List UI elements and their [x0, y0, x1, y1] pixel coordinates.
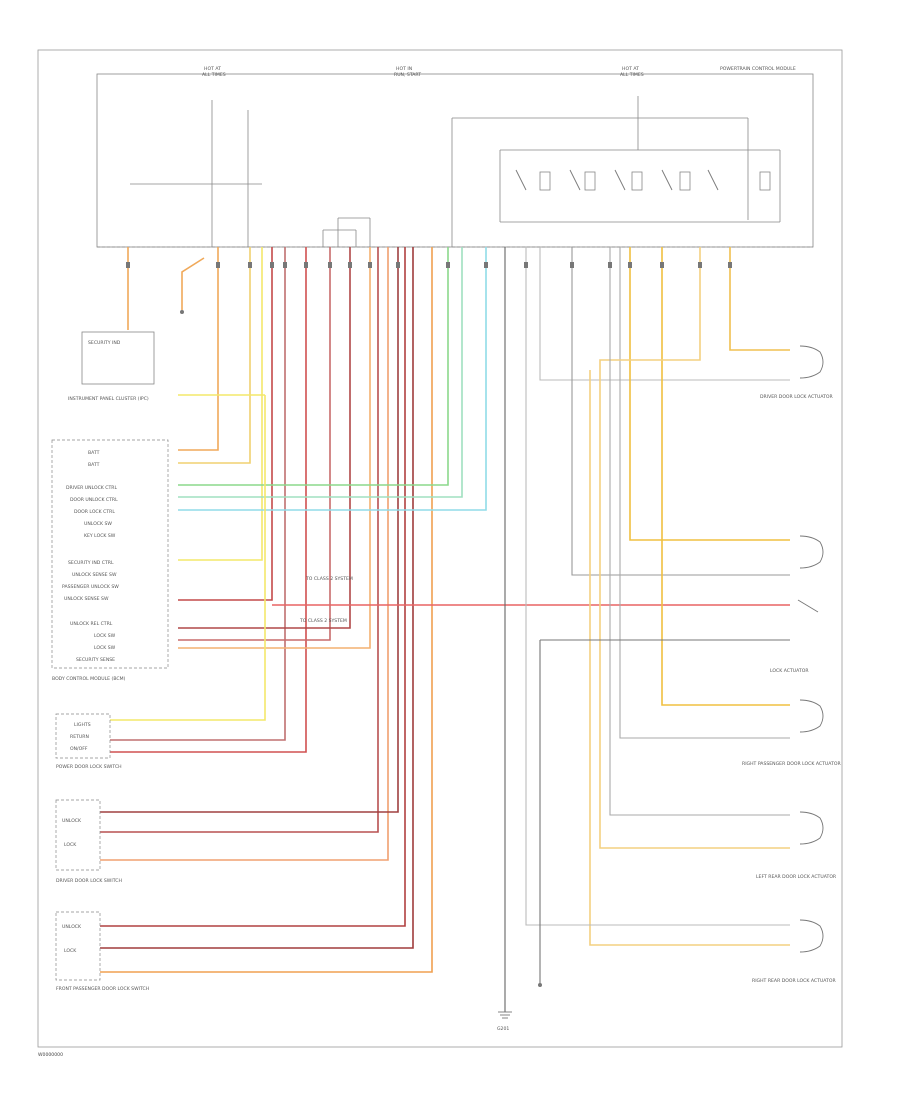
relay-contacts	[515, 169, 771, 191]
svg-text:PASSENGER UNLOCK SW: PASSENGER UNLOCK SW	[62, 584, 119, 590]
svg-text:UNLOCK REL CTRL: UNLOCK REL CTRL	[70, 621, 113, 627]
svg-text:UNLOCK: UNLOCK	[62, 924, 82, 930]
footer-code: W0000000	[38, 1052, 63, 1058]
svg-text:KEY LOCK SW: KEY LOCK SW	[84, 533, 116, 539]
svg-text:RETURN: RETURN	[70, 734, 89, 740]
ground-symbol	[498, 983, 542, 1019]
ipc-box	[81, 331, 155, 385]
svg-text:UNLOCK: UNLOCK	[62, 818, 82, 824]
svg-text:DOOR UNLOCK CTRL: DOOR UNLOCK CTRL	[70, 497, 118, 503]
svg-text:BATT: BATT	[88, 450, 100, 456]
svg-text:SECURITY SENSE: SECURITY SENSE	[76, 657, 115, 663]
front-passenger-door-lock-switch-box	[55, 911, 101, 981]
svg-text:BATT: BATT	[88, 462, 100, 468]
svg-text:LOCK: LOCK	[64, 948, 77, 954]
svg-text:UNLOCK SENSE SW: UNLOCK SENSE SW	[72, 572, 117, 578]
terminal-row	[126, 262, 732, 268]
svg-text:LOCK: LOCK	[64, 842, 77, 848]
control-module-box	[96, 73, 814, 248]
class2-label-2: TO CLASS 2 SYSTEM	[299, 618, 347, 624]
svg-text:ALL TIMES: ALL TIMES	[202, 72, 226, 78]
ipc-label: INSTRUMENT PANEL CLUSTER (IPC)	[68, 396, 149, 402]
left-rear-actuator-label: LEFT REAR DOOR LOCK ACTUATOR	[756, 874, 837, 880]
diagram-frame	[37, 49, 843, 1048]
svg-text:UNLOCK SENSE SW: UNLOCK SENSE SW	[64, 596, 109, 602]
power-door-lock-switch-label: POWER DOOR LOCK SWITCH	[56, 764, 122, 770]
svg-text:SECURITY IND CTRL: SECURITY IND CTRL	[68, 560, 114, 566]
svg-text:ON/OFF: ON/OFF	[70, 746, 88, 752]
wire-group	[100, 247, 790, 1012]
svg-text:LIGHTS: LIGHTS	[74, 722, 91, 728]
module-label-pcm: POWERTRAIN CONTROL MODULE	[720, 66, 796, 72]
lock-actuator-label: LOCK ACTUATOR	[770, 668, 809, 674]
svg-text:LOCK SW: LOCK SW	[94, 633, 116, 639]
actuator-symbols	[797, 345, 824, 953]
bcm-label: BODY CONTROL MODULE (BCM)	[52, 676, 126, 682]
front-passenger-door-lock-switch-label: FRONT PASSENGER DOOR LOCK SWITCH	[56, 986, 149, 992]
right-passenger-actuator-label: RIGHT PASSENGER DOOR LOCK ACTUATOR	[742, 761, 841, 767]
driver-door-lock-switch-label: DRIVER DOOR LOCK SWITCH	[56, 878, 122, 884]
bcm-pin-labels: BATT BATT DRIVER UNLOCK CTRL DOOR UNLOCK…	[62, 450, 119, 663]
svg-text:HOT AT: HOT AT	[204, 66, 221, 72]
driver-actuator-label: DRIVER DOOR LOCK ACTUATOR	[760, 394, 834, 400]
svg-text:UNLOCK SW: UNLOCK SW	[84, 521, 112, 527]
ipc-security-ind-label: SECURITY IND	[88, 340, 121, 346]
svg-text:DOOR LOCK CTRL: DOOR LOCK CTRL	[74, 509, 115, 515]
ground-label: G201	[497, 1026, 509, 1032]
bcm-box	[51, 439, 169, 669]
svg-text:HOT IN: HOT IN	[396, 66, 412, 72]
svg-text:HOT AT: HOT AT	[622, 66, 639, 72]
svg-text:RUN, START: RUN, START	[394, 72, 421, 78]
header-labels: HOT AT ALL TIMES HOT IN RUN, START HOT A…	[202, 66, 796, 78]
right-rear-actuator-label: RIGHT REAR DOOR LOCK ACTUATOR	[752, 978, 836, 984]
svg-text:DRIVER UNLOCK CTRL: DRIVER UNLOCK CTRL	[66, 485, 117, 491]
driver-door-lock-switch-box	[55, 799, 101, 871]
power-door-lock-switch-box	[55, 713, 111, 759]
svg-text:LOCK SW: LOCK SW	[94, 645, 116, 651]
svg-text:ALL TIMES: ALL TIMES	[620, 72, 644, 78]
class2-label: TO CLASS 2 SYSTEM	[305, 576, 353, 582]
